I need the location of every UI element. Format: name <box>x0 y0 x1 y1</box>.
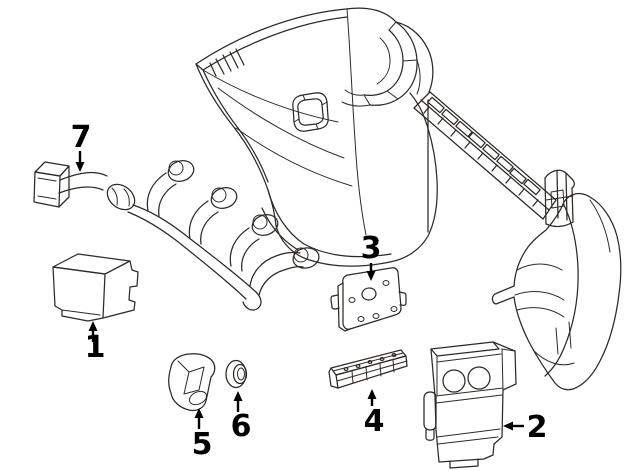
control-module-drawing <box>52 253 139 322</box>
rail-hatch-marks <box>423 106 539 207</box>
rear-bumper-cover-drawing <box>195 7 438 267</box>
callout-4-label[interactable]: 4 <box>364 404 385 439</box>
wiring-harness-drawing <box>33 160 320 311</box>
plate-holes <box>348 280 398 322</box>
bumper-corner-piece-drawing <box>491 192 622 391</box>
sensor-module-drawing <box>423 341 517 469</box>
arch-cutout <box>341 21 434 107</box>
harness-branch-connector <box>188 187 238 245</box>
park-sensor-drawing <box>168 353 216 412</box>
mounting-plate-drawing <box>330 267 407 332</box>
callout-2[interactable]: 2 <box>503 410 547 445</box>
callout-6[interactable]: 6 <box>231 391 252 444</box>
module-pin <box>423 391 437 441</box>
harness-connector <box>33 161 70 208</box>
tow-eye-cover-opening <box>292 92 329 132</box>
hatch-marks <box>209 48 245 77</box>
callout-1[interactable]: 1 <box>85 321 106 365</box>
rail-segments <box>427 96 541 196</box>
rail-bracket-drawing <box>328 349 408 389</box>
callout-5-label[interactable]: 5 <box>192 427 213 462</box>
callout-7[interactable]: 7 <box>71 120 92 172</box>
callout-1-label[interactable]: 1 <box>85 330 106 365</box>
harness-branch-connector <box>146 160 195 217</box>
module-openings <box>442 366 491 393</box>
harness-branch-connector <box>229 214 279 272</box>
callout-3-label[interactable]: 3 <box>361 231 382 266</box>
bumper-rail-drawing <box>413 91 575 228</box>
callout-5[interactable]: 5 <box>192 408 213 462</box>
callout-7-label[interactable]: 7 <box>71 120 92 155</box>
callout-6-label[interactable]: 6 <box>231 409 252 444</box>
harness-tape-wrap <box>106 183 136 211</box>
callout-4[interactable]: 4 <box>364 389 385 439</box>
bracket-holes <box>343 352 397 372</box>
sensor-grommet-drawing <box>225 359 248 389</box>
callout-3[interactable]: 3 <box>361 231 382 281</box>
harness-branch-connector <box>249 247 320 296</box>
callout-2-label[interactable]: 2 <box>527 410 548 445</box>
